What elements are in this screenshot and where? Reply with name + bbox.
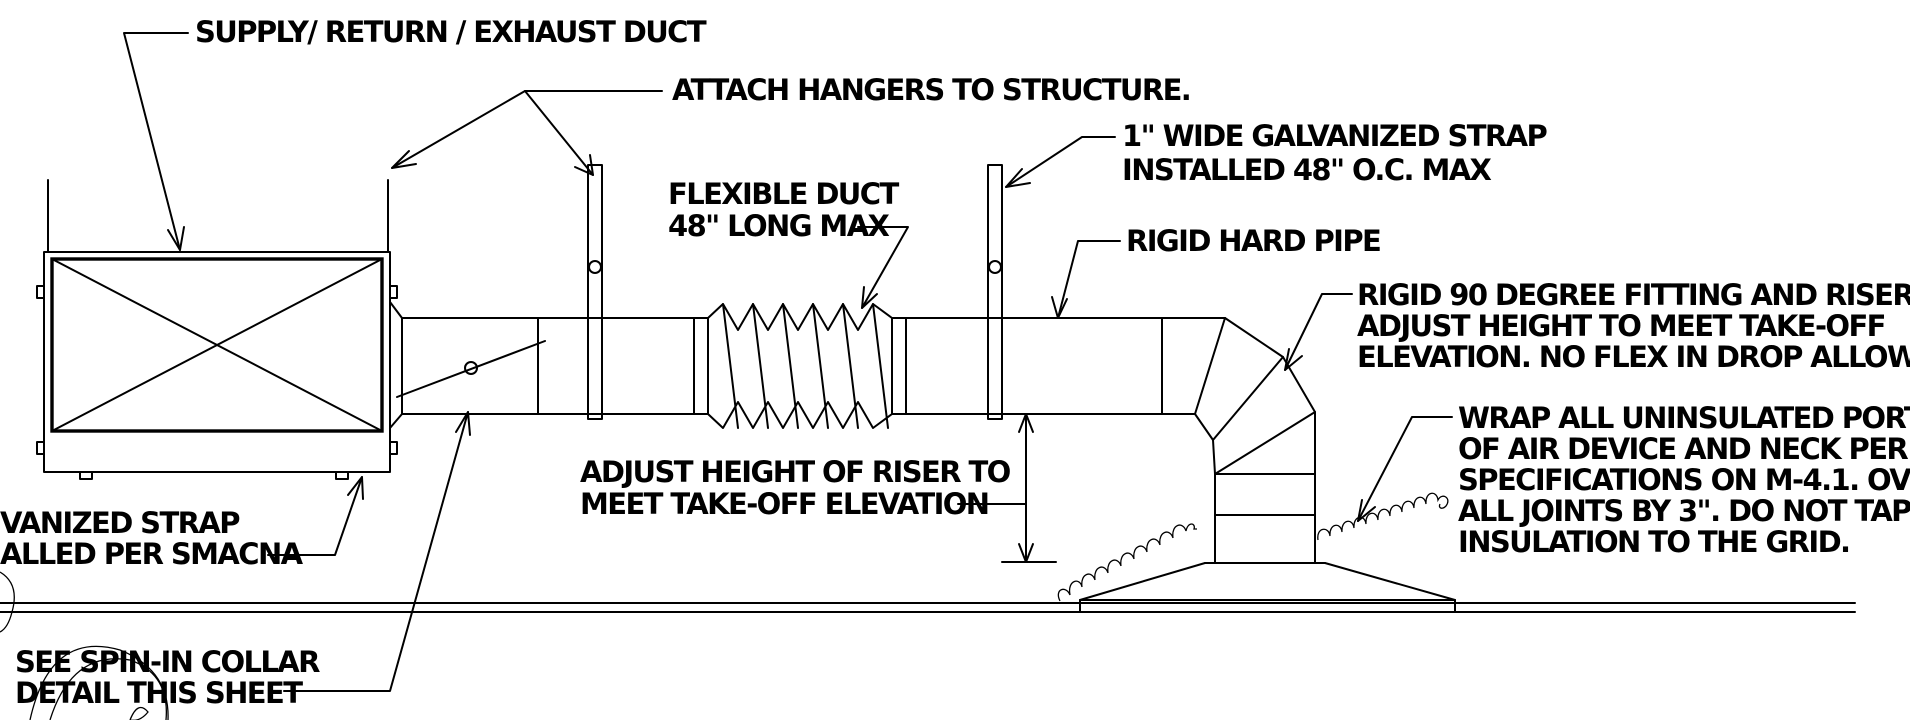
hanger-strap-right xyxy=(987,164,1003,420)
riser-height-dimension xyxy=(1001,413,1057,563)
leader-supply-duct xyxy=(123,32,189,251)
note-attach-hangers: ATTACH HANGERS TO STRUCTURE. xyxy=(672,73,1190,107)
note-riser-line2: MEET TAKE-OFF ELEVATION xyxy=(580,487,988,521)
rigid-duct-left xyxy=(537,317,695,415)
note-fitting-line2: ADJUST HEIGHT TO MEET TAKE-OFF xyxy=(1357,309,1885,343)
leader-90-fitting xyxy=(1284,293,1353,371)
leader-attach-hangers xyxy=(391,90,663,176)
leader-rigid-pipe xyxy=(1051,240,1121,319)
leader-wrap xyxy=(1357,416,1453,522)
note-rigid-pipe: RIGID HARD PIPE xyxy=(1126,224,1380,258)
trunk-hanger-straps xyxy=(47,179,389,253)
note-fitting-line1: RIGID 90 DEGREE FITTING AND RISER. xyxy=(1357,278,1910,312)
hanger-strap-left xyxy=(587,164,603,420)
flexible-duct xyxy=(693,303,907,429)
note-strap-line1: 1" WIDE GALVANIZED STRAP xyxy=(1122,119,1548,153)
note-strap-line2: INSTALLED 48" O.C. MAX xyxy=(1122,153,1492,187)
rigid-duct-right xyxy=(905,317,1163,415)
spin-in-collar xyxy=(389,301,546,429)
note-flex-line1: FLEXIBLE DUCT xyxy=(668,177,899,211)
reference-sketch xyxy=(0,571,169,720)
note-galv-line1: VANIZED STRAP xyxy=(0,506,240,540)
note-flex-line2: 48" LONG MAX xyxy=(668,209,890,243)
note-fitting-line3: ELEVATION. NO FLEX IN DROP ALLOWED. xyxy=(1357,340,1910,374)
air-device xyxy=(1079,562,1456,613)
leader-strap xyxy=(1005,136,1116,188)
note-wrap-line2: OF AIR DEVICE AND NECK PER xyxy=(1458,432,1908,466)
rigid-riser xyxy=(1214,411,1316,564)
leader-flex-duct xyxy=(857,226,909,309)
note-wrap-line3: SPECIFICATIONS ON M-4.1. OVERLAP xyxy=(1458,463,1910,497)
rigid-90-fitting xyxy=(1161,317,1316,475)
leader-spin-in-collar xyxy=(283,411,471,692)
note-supply-duct: SUPPLY/ RETURN / EXHAUST DUCT xyxy=(195,15,707,49)
note-galv-line2: ALLED PER SMACNA xyxy=(0,537,304,571)
note-wrap-line5: INSULATION TO THE GRID. xyxy=(1458,525,1849,559)
note-riser-line1: ADJUST HEIGHT OF RISER TO xyxy=(580,455,1011,489)
note-spin-line1: SEE SPIN-IN COLLAR xyxy=(15,645,320,679)
main-trunk-duct xyxy=(36,251,398,480)
note-spin-line2: DETAIL THIS SHEET xyxy=(15,676,303,710)
leader-galvanized-strap xyxy=(267,476,364,556)
note-wrap-line1: WRAP ALL UNINSULATED PORTIONS xyxy=(1458,401,1910,435)
insulation-wrap xyxy=(1057,492,1449,602)
note-wrap-line4: ALL JOINTS BY 3". DO NOT TAPE xyxy=(1458,494,1910,528)
ceiling-grid xyxy=(0,602,1856,613)
